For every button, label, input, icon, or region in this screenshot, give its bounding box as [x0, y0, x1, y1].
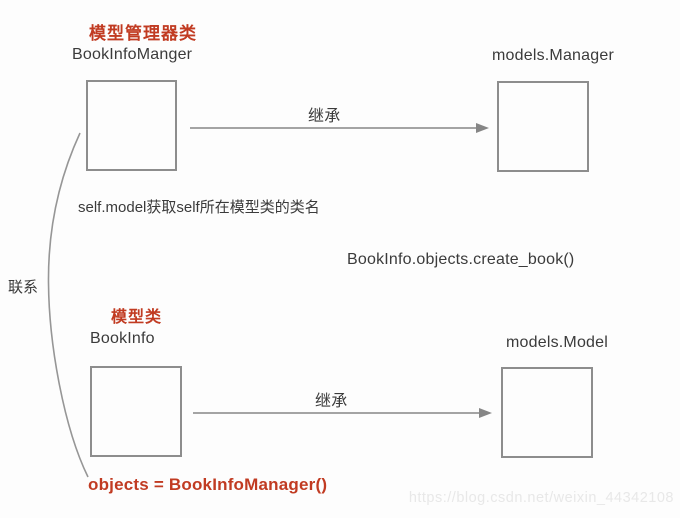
watermark-text: https://blog.csdn.net/weixin_44342108 — [408, 490, 674, 506]
model-parent-class-label: models.Model — [506, 334, 609, 351]
objects-code-annotation: objects = BookInfoManager() — [88, 475, 328, 494]
bookinfo-class-box — [90, 366, 182, 457]
inherit-label-top: 继承 — [308, 108, 341, 125]
inherit-label-bottom: 继承 — [315, 393, 348, 410]
arrowhead-icon — [476, 123, 489, 133]
manager-section-title: 模型管理器类 — [89, 24, 197, 43]
models-manager-class-box — [497, 81, 589, 172]
manager-class-label: BookInfoManger — [72, 46, 193, 63]
bookinfomanager-class-box — [86, 80, 177, 171]
self-model-note: self.model获取self所在模型类的类名 — [78, 199, 320, 216]
arrowhead-icon — [479, 408, 492, 418]
relation-curve — [47, 132, 89, 478]
model-section-title: 模型类 — [111, 309, 163, 326]
usage-example-text: BookInfo.objects.create_book() — [347, 251, 575, 268]
model-class-label: BookInfo — [90, 330, 155, 347]
models-model-class-box — [501, 367, 593, 458]
relation-label: 联系 — [8, 279, 39, 296]
manager-parent-class-label: models.Manager — [492, 47, 614, 64]
